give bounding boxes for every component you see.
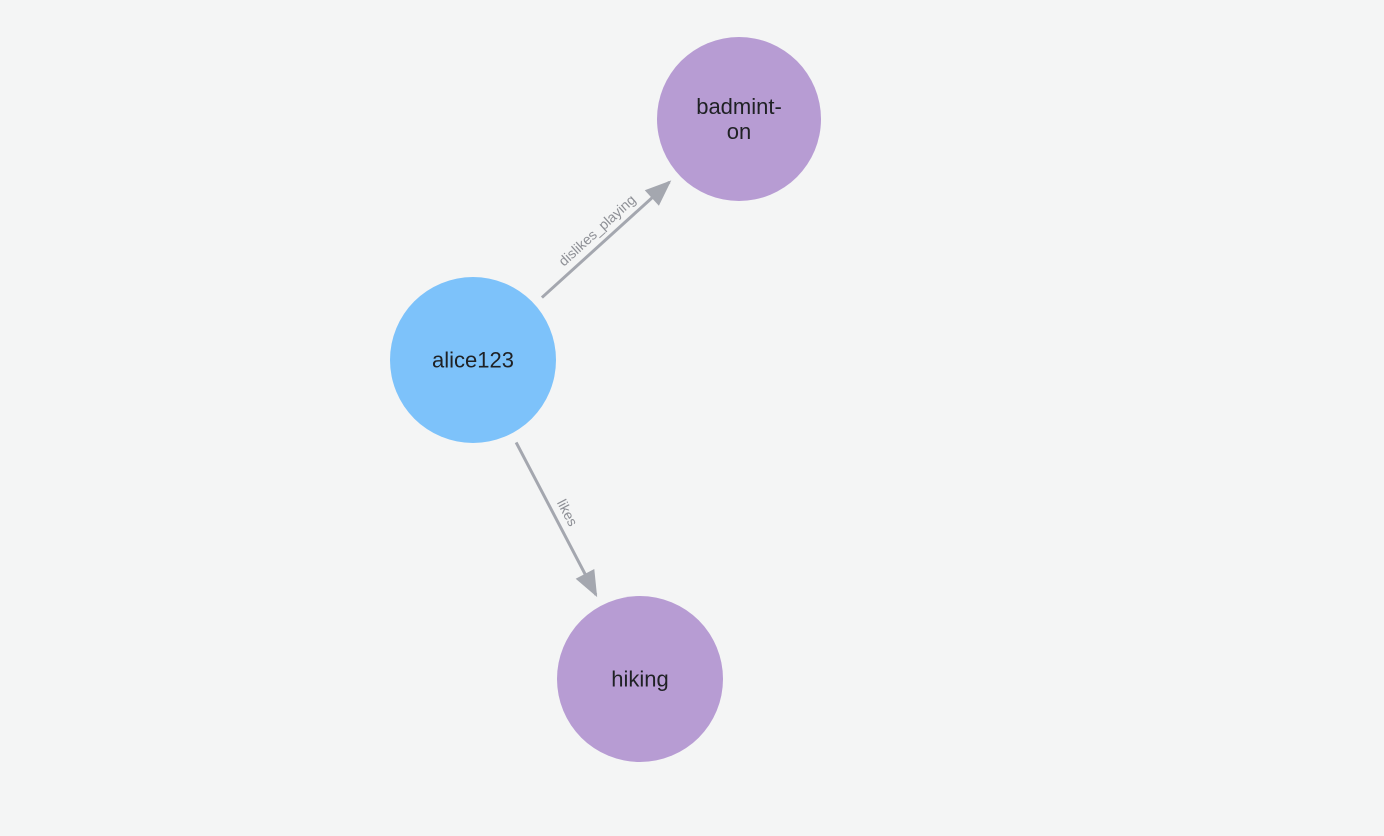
node-label-line: hiking	[611, 667, 668, 692]
node-circle[interactable]	[557, 596, 723, 762]
node-label: hiking	[611, 667, 668, 692]
node-label: alice123	[432, 348, 514, 373]
graph-node-alice123[interactable]: alice123	[390, 277, 556, 443]
graph-edge-alice123-badminton[interactable]: dislikes_playing	[540, 180, 672, 299]
edge-arrow-line[interactable]	[514, 441, 598, 598]
graph-node-badminton[interactable]: badmint-on	[657, 37, 821, 201]
graph-node-hiking[interactable]: hiking	[557, 596, 723, 762]
node-label-line: on	[727, 119, 751, 144]
graph-edge-alice123-hiking[interactable]: likes	[514, 441, 598, 598]
edge-arrow-line[interactable]	[540, 180, 672, 299]
node-circle[interactable]	[657, 37, 821, 201]
edge-label: dislikes_playing	[555, 191, 638, 269]
node-label-line: alice123	[432, 348, 514, 373]
node-circle[interactable]	[390, 277, 556, 443]
node-label: badmint-on	[696, 94, 782, 144]
node-label-line: badmint-	[696, 94, 782, 119]
